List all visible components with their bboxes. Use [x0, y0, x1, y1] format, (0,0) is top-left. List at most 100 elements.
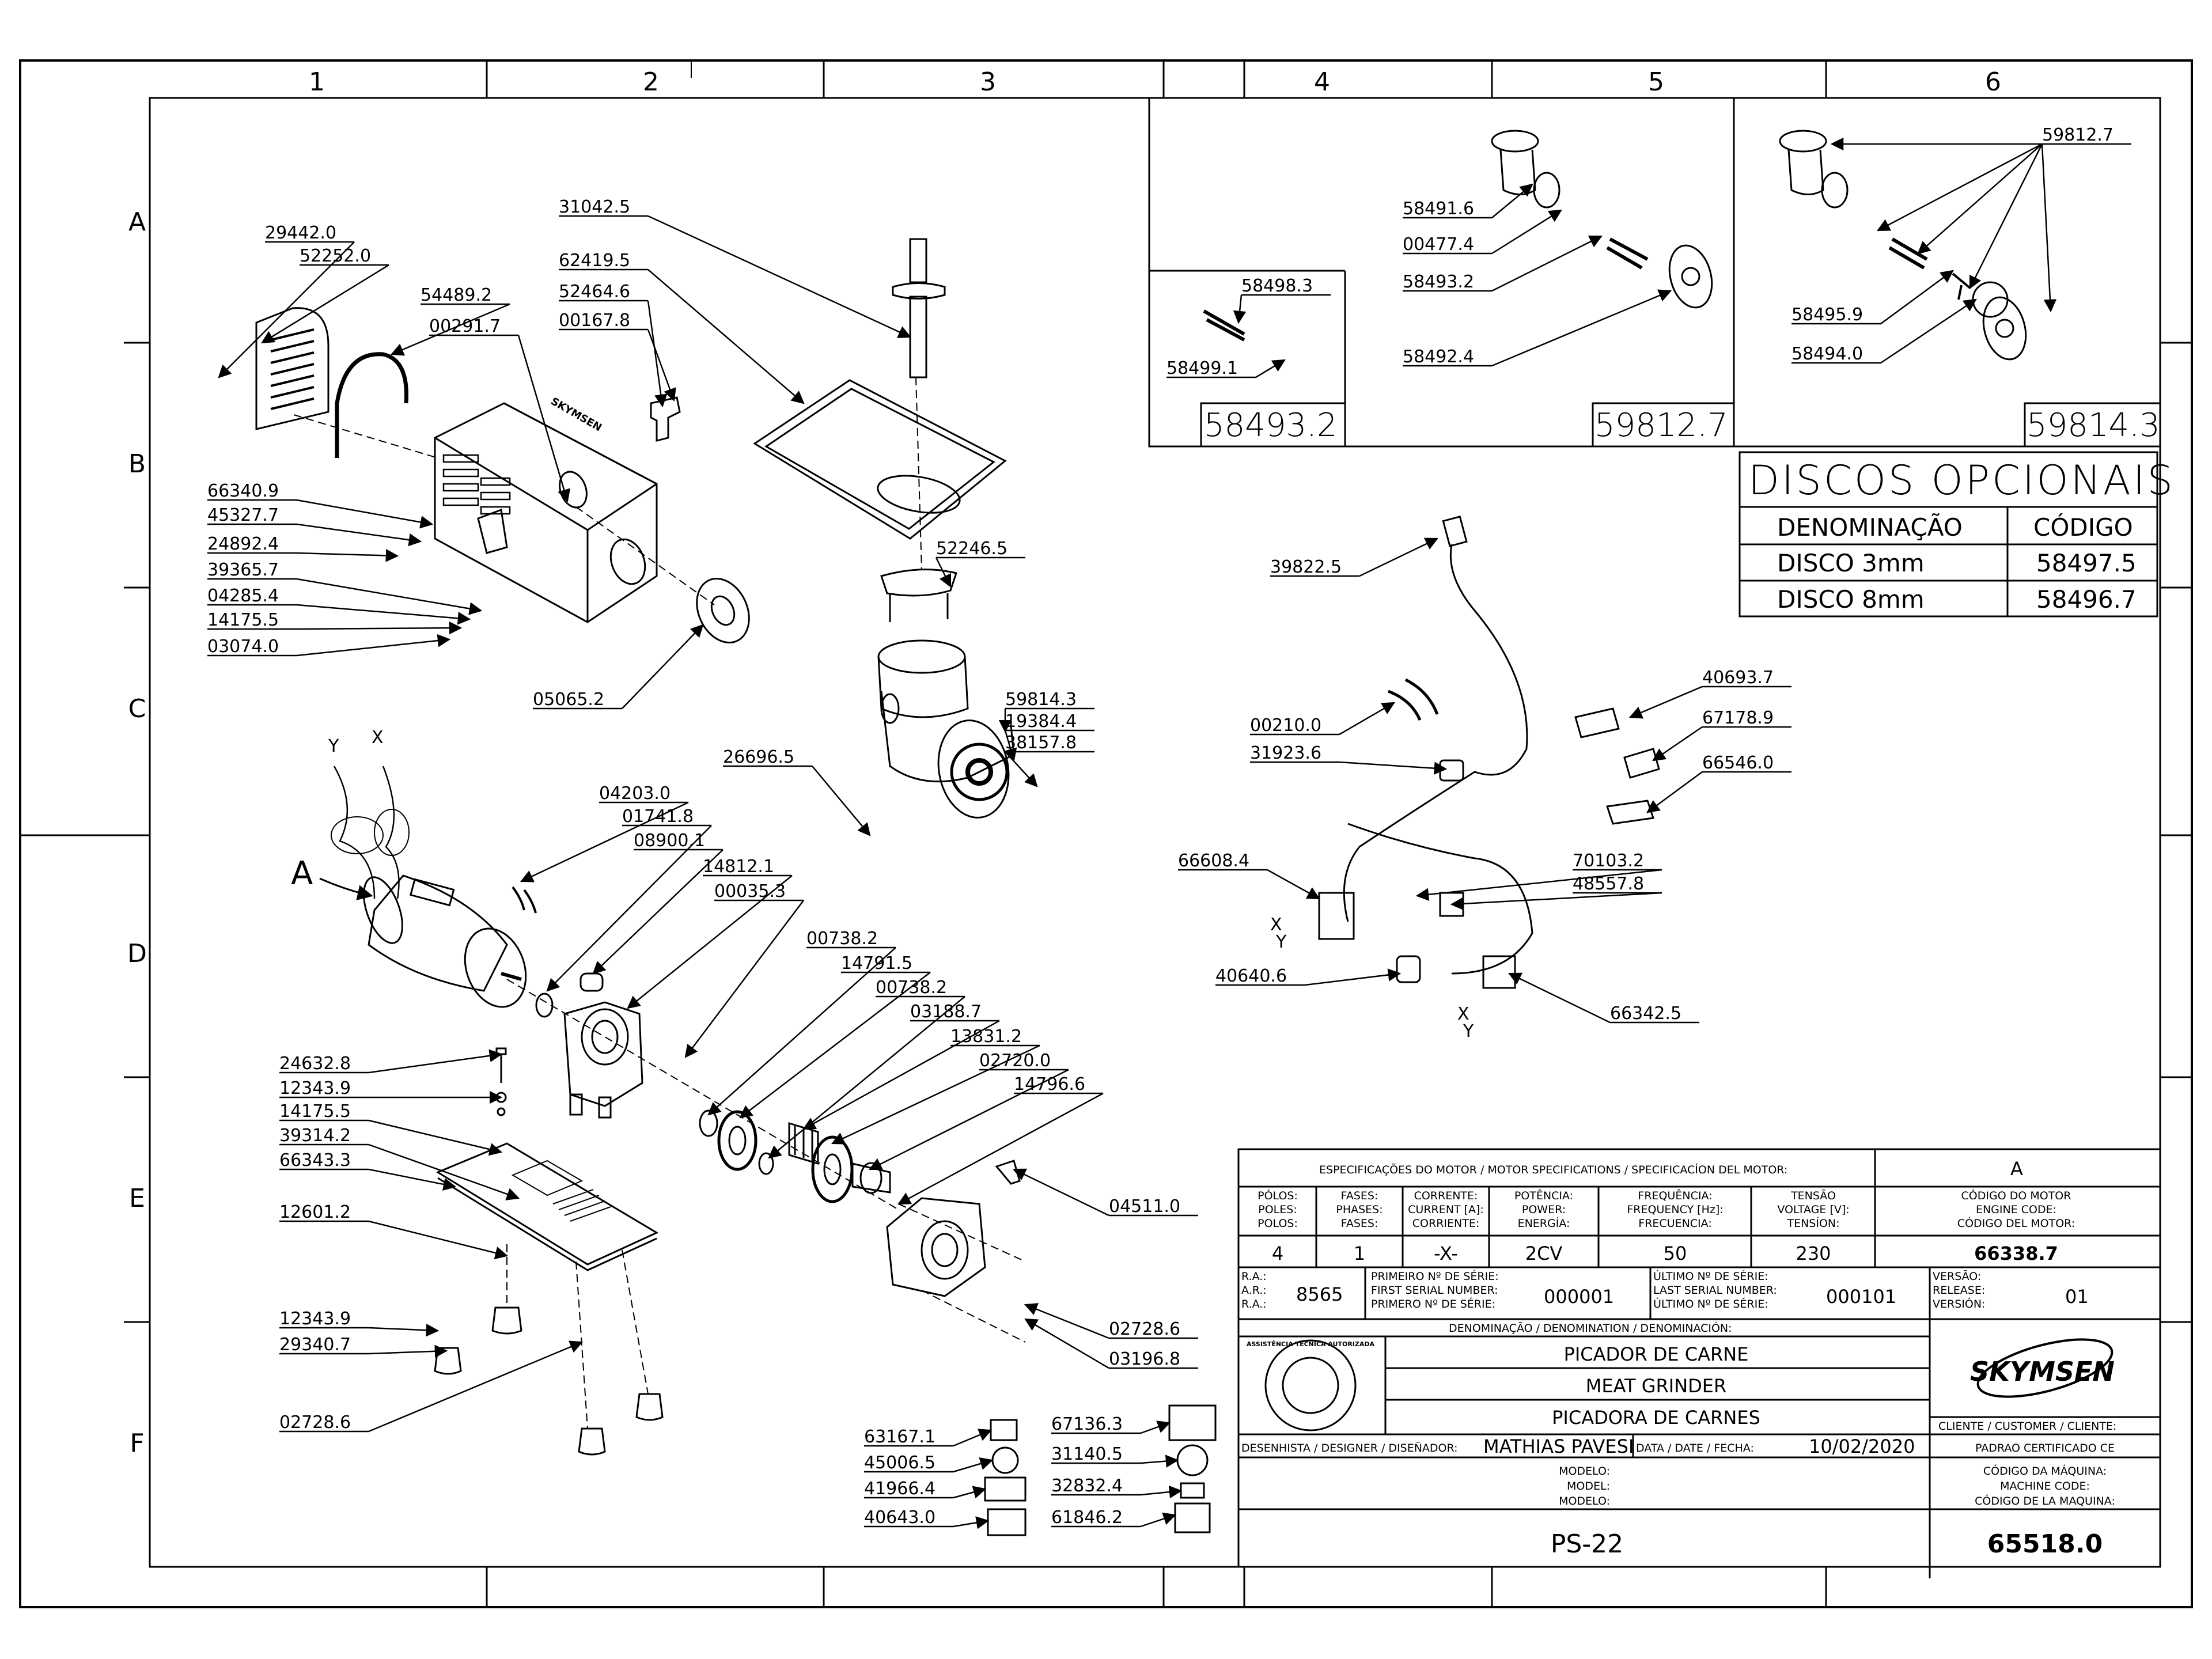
callout-label: 32832.4 — [1051, 1476, 1123, 1496]
disco-row-1-name: DISCO 3mm — [1777, 549, 1925, 577]
callout-label: 04203.0 — [599, 783, 671, 804]
callout-label: 12601.2 — [279, 1202, 351, 1222]
callout-label: 01741.8 — [622, 806, 694, 827]
callout-leader — [647, 329, 676, 402]
callout-label: 26696.5 — [723, 747, 794, 767]
callout-03196-8: 03196.8 — [1024, 1318, 1198, 1369]
callout-leader — [1024, 1318, 1109, 1369]
h-potencia-2: POWER: — [1522, 1203, 1566, 1216]
callout-leader — [1339, 761, 1448, 775]
callout-leader — [368, 1049, 503, 1074]
callout-label: 31140.5 — [1051, 1444, 1123, 1464]
callout-leader — [953, 1486, 987, 1499]
v-freq: 50 — [1664, 1243, 1687, 1264]
callout-29340-7: 29340.7 — [279, 1335, 448, 1358]
callout-leader — [1415, 869, 1662, 902]
callout-66546-0: 66546.0 — [1646, 753, 1791, 813]
callout-39822-5: 39822.5 — [1270, 537, 1439, 577]
ra-label-3: R.A.: — [1241, 1298, 1267, 1310]
disco-row-2-code: 58496.7 — [2036, 585, 2137, 613]
h-tensao-1: TENSÃO — [1790, 1189, 1836, 1202]
callout-label: 19384.4 — [1005, 711, 1077, 732]
callout-label: 03188.7 — [910, 1002, 982, 1022]
callout-24632-8: 24632.8 — [279, 1049, 503, 1074]
callout-label: 62419.5 — [559, 251, 630, 271]
callout-label: 63167.1 — [864, 1427, 935, 1447]
callout-leader — [592, 849, 724, 975]
callout-leader — [1255, 359, 1286, 378]
date-value: 10/02/2020 — [1809, 1435, 1915, 1457]
h-tensao-2: VOLTAGE [V]: — [1777, 1203, 1849, 1216]
callout-04203-0: 04203.0 — [520, 783, 689, 882]
callout-leader — [368, 1119, 503, 1156]
callout-58494-0: 58494.0 — [1791, 298, 1977, 364]
disco-row-2-name: DISCO 8mm — [1777, 585, 1925, 613]
seal-text: ASSISTÊNCIA TÉCNICA AUTORIZADA — [1247, 1340, 1375, 1348]
brand-logo: SKYMSEN — [1970, 1356, 2115, 1387]
v-tensao: 230 — [1796, 1243, 1831, 1264]
callout-label: 59812.7 — [2042, 125, 2113, 145]
callout-leader — [1005, 751, 1038, 787]
callout-leader — [1140, 1512, 1177, 1528]
callout-leader — [1304, 968, 1402, 986]
callout-00291-7: 00291.7 — [429, 316, 571, 503]
h-freq-2: FREQUENCY [Hz]: — [1627, 1203, 1723, 1216]
callout-03188-7: 03188.7 — [802, 1002, 1000, 1130]
callout-13831-2: 13831.2 — [831, 1027, 1040, 1145]
callout-leader — [953, 1429, 993, 1447]
last-serial-label-3: ÚLTIMO Nº DE SÉRIE: — [1653, 1297, 1768, 1310]
grid-row-D: D — [127, 939, 147, 968]
callout-leader — [368, 1344, 448, 1358]
callout-leader — [368, 1168, 457, 1191]
h-fases-3: FASES: — [1341, 1217, 1378, 1230]
callout-leader — [684, 900, 804, 1058]
callout-leader — [768, 996, 965, 1159]
callout-leader — [296, 634, 451, 657]
callout-label: 12343.9 — [279, 1078, 351, 1099]
callout-leader — [368, 1323, 440, 1337]
svg-text:SKYMSEN: SKYMSEN — [549, 395, 604, 434]
callout-leader — [647, 215, 912, 338]
callout-45327-7: 45327.7 — [207, 505, 422, 547]
option-box-59812-7: 59812.7 — [1594, 407, 1728, 444]
callout-26696-5: 26696.5 — [723, 747, 871, 836]
callout-67178-9: 67178.9 — [1652, 708, 1791, 762]
callout-12343-9b: 12343.9 — [279, 1309, 440, 1337]
title-block-frame — [1237, 1148, 2161, 1578]
callout-leader — [390, 303, 510, 356]
first-serial-label-1: PRIMEIRO Nº DE SÉRIE: — [1371, 1270, 1499, 1283]
callout-leader — [627, 875, 793, 1009]
callout-leader — [1267, 869, 1320, 900]
callout-label: 54489.2 — [421, 285, 492, 305]
callout-leader — [1628, 685, 1703, 719]
denom-header: DENOMINAÇÃO / DENOMINATION / DENOMINACIÓ… — [1449, 1321, 1732, 1335]
callout-label: 58495.9 — [1791, 305, 1863, 325]
callout-70103-2: 70103.2 — [1415, 851, 1662, 902]
callout-leader — [935, 557, 952, 588]
callout-label: 12343.9 — [279, 1309, 351, 1329]
callout-label: 52246.5 — [936, 539, 1007, 559]
title-block-text: ESPECIFICAÇÕES DO MOTOR / MOTOR SPECIFIC… — [1241, 1158, 2116, 1559]
callout-54489-2: 54489.2 — [390, 285, 510, 356]
options-panel — [1148, 97, 2161, 448]
callout-66340-9: 66340.9 — [207, 481, 434, 529]
callout-leader — [1140, 1455, 1179, 1468]
callout-label: 02720.0 — [979, 1051, 1051, 1071]
callout-66608-4: 66608.4 — [1178, 851, 1320, 900]
callout-label: 04511.0 — [1109, 1196, 1180, 1217]
callout-label: 02728.6 — [279, 1412, 351, 1433]
callout-14175-5b: 14175.5 — [279, 1101, 503, 1156]
callout-label: 08900.1 — [634, 831, 705, 851]
h-polos-3: POLOS: — [1257, 1217, 1298, 1230]
ra-label-2: A.R.: — [1241, 1284, 1267, 1297]
callout-label: 00738.2 — [806, 929, 878, 949]
grid-row-C: C — [128, 694, 146, 724]
grid-col-1: 1 — [309, 67, 325, 97]
callout-52252-0: 52252.0 — [261, 246, 389, 344]
date-label: DATA / DATE / FECHA: — [1636, 1442, 1754, 1455]
callout-label: 02728.6 — [1109, 1319, 1180, 1339]
option-box-58493-2: 58493.2 — [1204, 407, 1338, 444]
release-label-1: VERSÃO: — [1933, 1270, 1981, 1283]
callout-label: 39314.2 — [279, 1126, 351, 1146]
callout-leader — [1450, 892, 1662, 911]
